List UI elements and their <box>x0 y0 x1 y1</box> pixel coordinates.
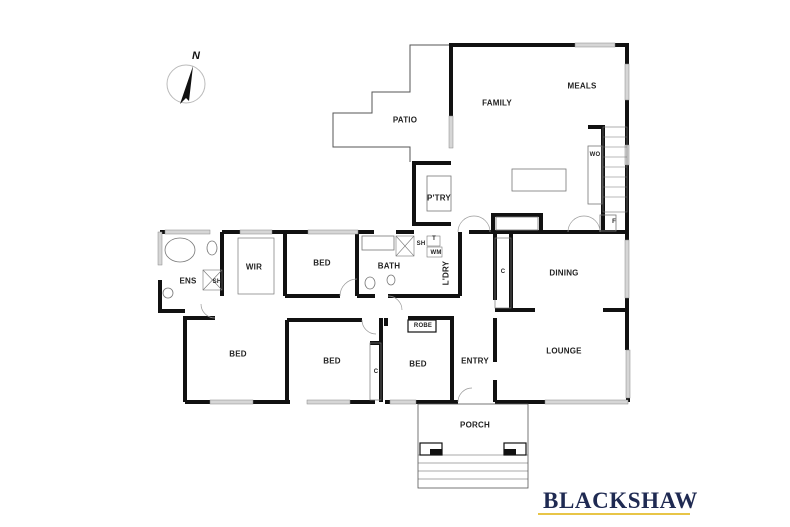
room-label-ensuite: ENS <box>179 276 197 286</box>
label-bed-cupboard: C <box>373 369 379 375</box>
label-robe: ROBE <box>413 323 433 329</box>
stairs <box>602 126 628 213</box>
room-label-porch: PORCH <box>460 420 490 430</box>
label-toilet: T <box>432 236 436 242</box>
bath-shower <box>395 235 415 257</box>
room-label-pantry: P'TRY <box>427 193 451 203</box>
label-wall-oven: WO <box>589 152 601 158</box>
room-label-bed-middle: BED <box>323 356 341 366</box>
label-ensuite-shower: SH <box>212 279 222 285</box>
porch-steps <box>418 454 528 480</box>
room-label-bath: BATH <box>377 261 401 271</box>
room-label-entry: ENTRY <box>461 356 489 366</box>
windows <box>157 42 631 405</box>
brand-underline <box>538 513 690 515</box>
ensuite-shower <box>202 269 223 291</box>
room-label-lounge: LOUNGE <box>546 346 582 356</box>
room-label-patio: PATIO <box>392 115 418 125</box>
label-fridge: F <box>612 219 616 225</box>
north-label: N <box>192 50 200 62</box>
patio-outline <box>332 44 451 162</box>
door-swings <box>200 215 601 403</box>
room-label-dining: DINING <box>549 268 579 278</box>
room-label-wir: WIR <box>245 262 263 272</box>
room-label-family: FAMILY <box>482 98 512 108</box>
room-label-laundry: L'DRY <box>441 260 451 286</box>
label-bath-shower: SH <box>416 241 426 247</box>
room-label-bed-front: BED <box>409 359 427 369</box>
north-arrow-icon <box>166 64 206 104</box>
room-label-bed-master: BED <box>229 349 247 359</box>
label-hall-cupboard: C <box>500 269 506 275</box>
room-label-bed-north: BED <box>313 258 331 268</box>
label-washing-machine: WM <box>430 250 442 256</box>
brand-logo: BLACKSHAW <box>543 488 698 513</box>
room-label-meals: MEALS <box>567 81 597 91</box>
